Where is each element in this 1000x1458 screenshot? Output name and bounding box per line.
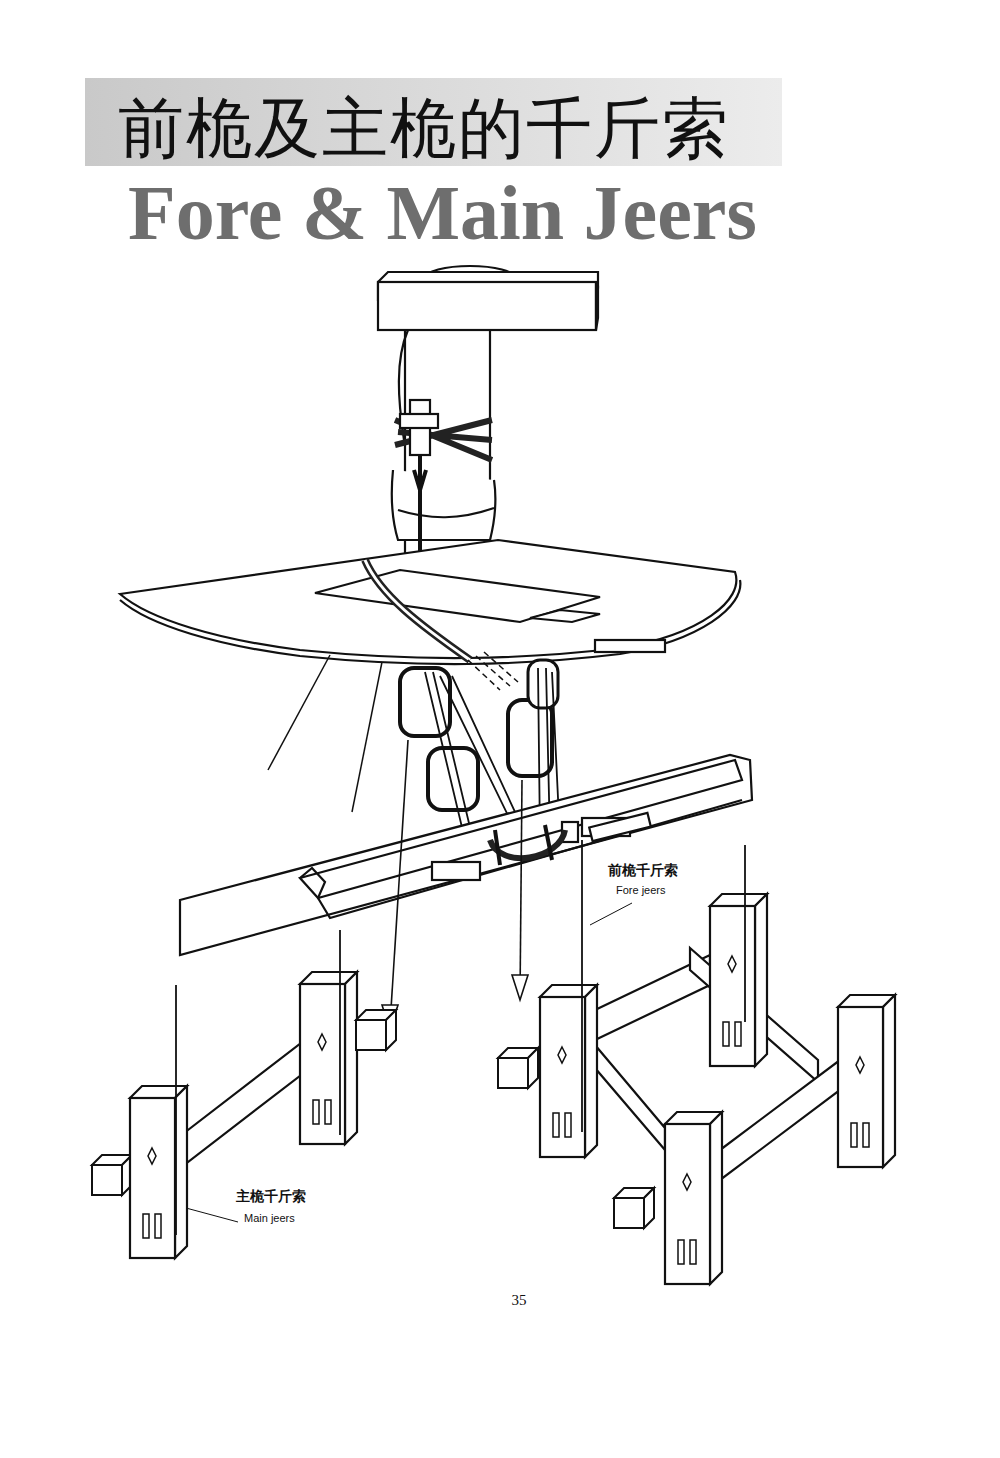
yard-part [300,868,325,898]
yard-part [432,862,480,880]
part-name: 前桅千斤索 [606,862,680,880]
fore-bitts-part [665,1112,722,1284]
shrouds [268,652,518,812]
yard-part [180,755,752,955]
fore-bitts-part [720,1060,840,1180]
yard-part [589,813,651,841]
main-bitts [92,972,396,1258]
yard-part [495,825,552,865]
mast-part [378,282,596,330]
shrouds-part [352,662,382,812]
mast-top-platform-part [315,570,600,622]
mast-part [392,470,496,540]
mast-top-platform-part [595,640,665,652]
mast-part [398,508,494,517]
main-bitts-part [175,1040,305,1172]
jeer-falls-part [520,780,522,998]
jeer-blocks-part [400,668,450,736]
yard-part [318,800,742,918]
main-bitts-part [92,1155,132,1195]
yard [180,755,752,955]
fore-bitts-part [838,995,895,1167]
fore-bitts-part [540,985,597,1157]
fore-bitts-part [614,1188,654,1228]
jeer-blocks-part [508,700,552,776]
yard-part [490,830,565,858]
main-bitts-part [300,972,357,1144]
mast-part [400,414,438,428]
mast-top-platform-part [365,560,470,660]
mast-part [596,282,598,330]
mast-top-platform-part [530,610,600,622]
fore-bitts [498,894,895,1284]
leader-lines-part [590,903,632,925]
jeer-ropes-part [581,840,583,1132]
shrouds-part [468,652,518,690]
page-number: 35 [512,1292,527,1309]
jeer-falls-part [512,975,528,1000]
jeer-ropes [176,840,745,1235]
main-bitts-part [356,1010,396,1050]
english-title: Fore & Main Jeers [128,168,757,258]
page-title: 前桅及主桅的千斤索 [118,84,730,174]
jeer-falls-part [390,740,408,1025]
jeer-ropes-part [175,985,177,1235]
mast-top-platform-part [365,560,470,660]
fore-bitts-part [498,1048,538,1088]
shrouds-part [268,655,330,770]
part-name: 主桅千斤索 [234,1188,308,1206]
jeer-ropes-part [339,930,341,1135]
jeer-falls [382,740,528,1030]
fore-bitts-part [595,1045,665,1150]
leader-lines [186,903,632,1222]
part-name: Fore jeers [614,884,668,896]
main-bitts-part [130,1086,187,1258]
leader-lines-part [186,1208,238,1222]
mast-top-platform [120,540,740,664]
jeer-ropes-part [744,845,746,1022]
fore-bitts-part [710,894,767,1066]
part-name: Main jeers [242,1212,297,1224]
